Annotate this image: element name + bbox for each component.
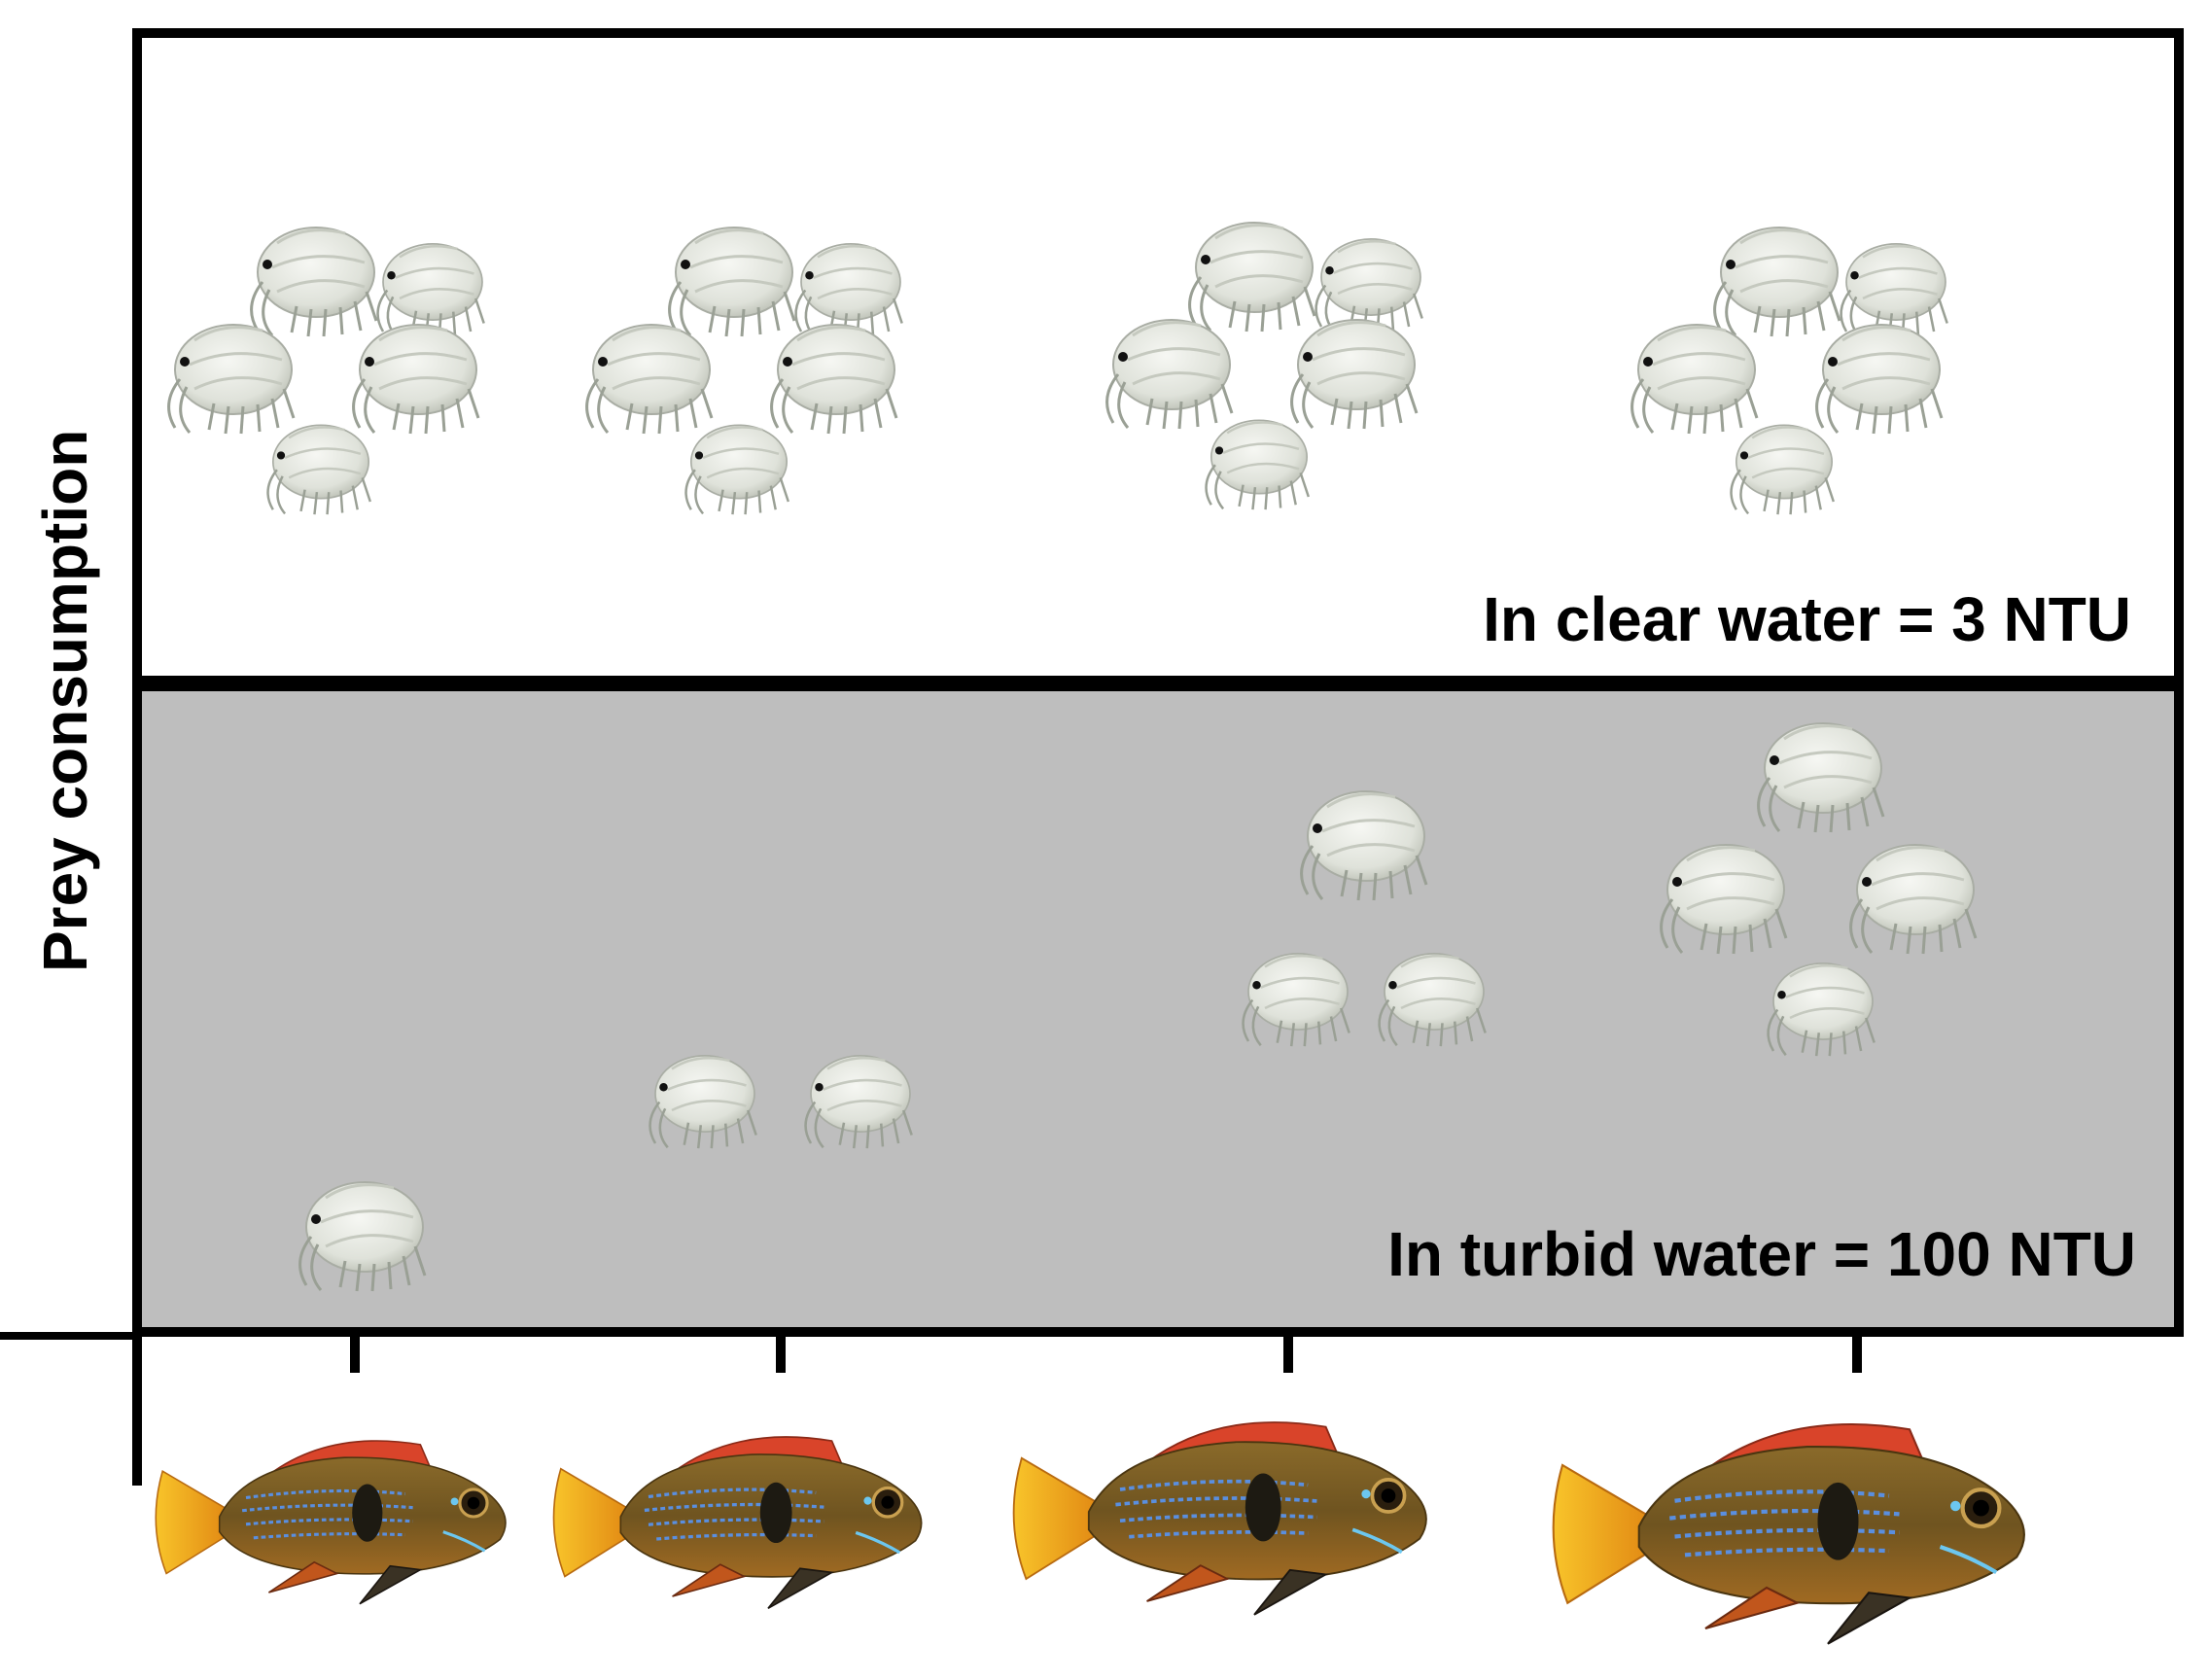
cichlid-fish-icon [154, 1439, 508, 1606]
turbid-water-label: In turbid water = 100 NTU [1387, 1219, 2136, 1289]
cichlid-fish-icon [1554, 1424, 2024, 1644]
cichlid-fish-icon [551, 1435, 924, 1610]
cichlid-fish-icon [1011, 1420, 1428, 1617]
y-axis-title: Prey consumption [30, 429, 100, 972]
clear-water-label: In clear water = 3 NTU [1483, 584, 2131, 654]
